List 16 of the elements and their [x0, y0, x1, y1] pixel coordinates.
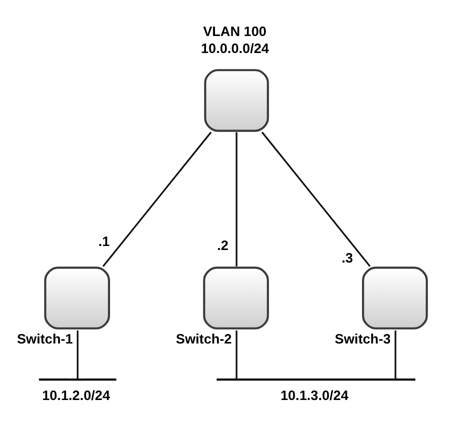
node-label: 10.0.0.0/24 — [201, 40, 269, 56]
edge-label: .1 — [98, 233, 110, 248]
connector — [261, 131, 371, 266]
edge-label: .2 — [217, 238, 228, 253]
node-label: 10.1.2.0/24 — [42, 387, 110, 402]
node-label: Switch-2 — [176, 330, 232, 346]
connector — [76, 330, 78, 378]
node-label: 10.1.3.0/24 — [280, 387, 348, 402]
connector — [236, 330, 238, 378]
edge-label: .3 — [342, 250, 353, 265]
node-label: VLAN 100 — [203, 24, 266, 39]
connector — [102, 131, 212, 266]
connector — [236, 132, 238, 266]
connector — [394, 330, 396, 378]
node-label: Switch-3 — [334, 330, 391, 346]
node-label: Switch-1 — [17, 330, 73, 346]
